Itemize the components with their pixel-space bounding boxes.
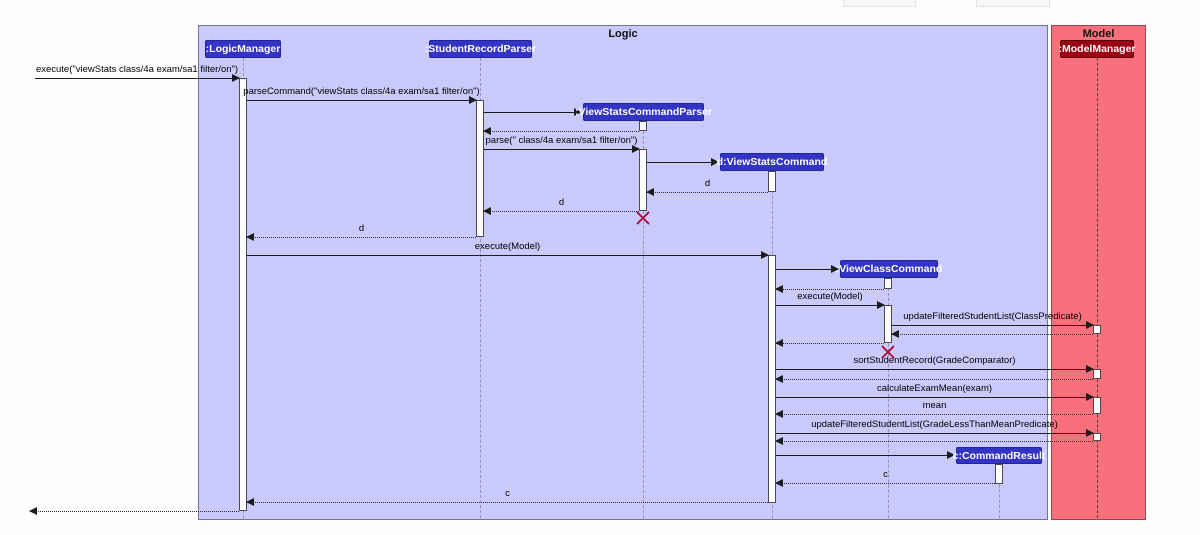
arrowhead-icon [775, 285, 783, 293]
lifeline-studentrecordparser [480, 58, 481, 518]
participant-viewstatscommandparser: :ViewStatsCommandParser [575, 103, 712, 121]
message-line [484, 131, 639, 132]
message-label: sortStudentRecord(GradeComparator) [853, 355, 1016, 366]
arrowhead-icon [1086, 393, 1094, 401]
participant-logicmanager: :LogicManager [205, 40, 281, 58]
arrowhead-icon [232, 74, 240, 82]
lifeline-modelmanager [1097, 58, 1098, 518]
arrowhead-icon [632, 145, 640, 153]
participant-commandresult: c:CommandResult [953, 447, 1045, 464]
participant-modelmanager: :ModelManager [1059, 40, 1136, 58]
message-label: c [883, 469, 888, 480]
message-line [484, 112, 581, 113]
lifeline-commandresult [999, 464, 1000, 518]
frame-model-title: Model [1082, 28, 1115, 40]
message-line [892, 334, 1093, 335]
message-line [647, 162, 718, 163]
message-label: execute(Model) [474, 241, 541, 252]
arrowhead-icon [1086, 321, 1094, 329]
message-label: d [358, 223, 365, 234]
message-line [892, 325, 1093, 326]
message-line [776, 289, 884, 290]
activation-bar [1093, 325, 1101, 334]
participant-studentrecordparser: :StudentRecordParser [425, 40, 536, 58]
arrowhead-icon [891, 330, 899, 338]
arrowhead-icon [246, 498, 254, 506]
message-line [247, 237, 476, 238]
activation-bar [476, 100, 484, 237]
activation-bar [1093, 433, 1101, 441]
arrowhead-icon [29, 507, 37, 515]
activation-bar [884, 305, 892, 343]
message-line [776, 369, 1093, 370]
activation-bar [768, 171, 776, 192]
message-label: mean [922, 400, 947, 411]
message-line [776, 433, 1093, 434]
message-line [247, 100, 476, 101]
message-line [776, 414, 1093, 415]
message-label: parse(" class/4a exam/sa1 filter/on") [485, 135, 638, 146]
activation-bar [884, 278, 892, 289]
message-line [776, 269, 838, 270]
arrowhead-icon [761, 251, 769, 259]
arrowhead-icon [775, 479, 783, 487]
arrowhead-icon [1086, 365, 1094, 373]
activation-bar [639, 149, 647, 211]
activation-bar [1093, 369, 1101, 379]
message-line [776, 397, 1093, 398]
ui-remnant [976, 0, 1050, 7]
arrowhead-icon [646, 188, 654, 196]
destroy-x-icon [880, 344, 896, 360]
arrowhead-icon [775, 437, 783, 445]
activation-bar [995, 464, 1003, 484]
message-line [776, 379, 1093, 380]
arrowhead-icon [469, 96, 477, 104]
message-label: c [505, 488, 510, 499]
arrowhead-icon [483, 207, 491, 215]
message-line [776, 483, 995, 484]
arrowhead-icon [877, 301, 885, 309]
arrowhead-icon [775, 375, 783, 383]
message-line [247, 502, 768, 503]
arrowhead-icon [483, 127, 491, 135]
frame-logic-title: Logic [608, 28, 638, 40]
message-label: d [558, 197, 565, 208]
message-line [484, 211, 639, 212]
arrowhead-icon [831, 265, 839, 273]
message-line [30, 511, 239, 512]
message-line [35, 78, 239, 79]
message-line [776, 441, 1093, 442]
message-line [776, 305, 884, 306]
lifeline-viewstatscommandparser [643, 121, 644, 518]
lifeline-viewclasscommand [888, 278, 889, 518]
frame-model: Model [1051, 25, 1146, 520]
message-label: updateFilteredStudentList(GradeLessThanM… [811, 419, 1058, 430]
message-line [776, 343, 884, 344]
arrowhead-icon [1086, 429, 1094, 437]
message-line [776, 455, 954, 456]
activation-bar [639, 121, 647, 131]
participant-viewstatscommand: d:ViewStatsCommand [717, 153, 827, 171]
message-label: d [704, 178, 711, 189]
message-label: execute("viewStats class/4a exam/sa1 fil… [35, 64, 239, 75]
message-label: calculateExamMean(exam) [876, 383, 993, 394]
message-line [647, 192, 768, 193]
arrowhead-icon [775, 410, 783, 418]
participant-viewclasscommand: :ViewClassCommand [836, 260, 942, 278]
message-line [484, 149, 639, 150]
arrowhead-icon [775, 339, 783, 347]
message-label: updateFilteredStudentList(ClassPredicate… [903, 311, 1082, 322]
ui-remnant [843, 0, 916, 7]
arrowhead-icon [246, 233, 254, 241]
message-line [247, 255, 768, 256]
message-label: execute(Model) [797, 291, 863, 302]
arrowhead-icon [947, 451, 955, 459]
destroy-x-icon [635, 210, 651, 226]
activation-bar [1093, 397, 1101, 414]
arrowhead-icon [711, 158, 719, 166]
message-label: parseCommand("viewStats class/4a exam/sa… [243, 86, 480, 97]
arrowhead-icon [574, 108, 582, 116]
activation-bar [239, 78, 247, 511]
